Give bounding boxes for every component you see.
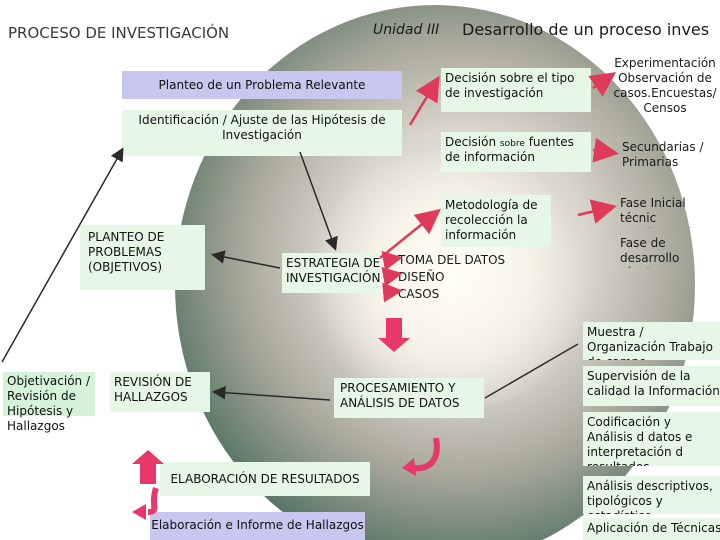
right-secundarias: Secundarias / Primarias [622, 140, 704, 169]
right-experimentacion: Experimentación Observación de casos.Enc… [613, 56, 717, 115]
box-elaboracion-resultados-text: ELABORACIÓN DE RESULTADOS [170, 472, 360, 486]
arrow-fuentes-to-secundarias [592, 137, 619, 163]
connector-estrategia-to-planteo [211, 250, 281, 269]
arrow-metodologia-to-fase [577, 199, 617, 224]
step-casos: CASOS [398, 287, 440, 301]
box-analisis: Análisis descriptivos, tipológicos y est… [583, 476, 720, 514]
box-estrategia: ESTRATEGIA DE INVESTIGACIÓN [282, 253, 382, 293]
step-diseno: DISEÑO [398, 270, 445, 284]
box-muestra: Muestra / Organización Trabajo de campo [583, 322, 720, 360]
box-decision-tipo-text: Decisión sobre el tipo de investigación [445, 71, 575, 100]
box-supervision-text: Supervisión de la calidad la Información [587, 369, 720, 398]
arrow-estrategia-to-metodologia [379, 208, 441, 259]
box-procesamiento: PROCESAMIENTO Y ANÁLISIS DE DATOS [334, 378, 484, 418]
box-metodologia-text: Metodología de recolección la informació… [445, 198, 538, 242]
right-fase-desarrollo: Fase de desarrollo técnicas “sistemát [620, 236, 680, 268]
header-title: Desarrollo de un proceso inves [462, 20, 710, 39]
arrow-tipo-to-experimentacion [588, 72, 617, 97]
connector-procesamiento-to-revision [212, 385, 331, 401]
box-planteo-problema: Planteo de un Problema Relevante [122, 71, 402, 99]
box-elaboracion-informe: Elaboración e Informe de Hallazgos [150, 512, 365, 540]
box-elaboracion-resultados: ELABORACIÓN DE RESULTADOS [160, 462, 370, 496]
box-decision-tipo: Decisión sobre el tipo de investigación [441, 68, 591, 112]
arrow-curve-right [411, 437, 440, 472]
right-fase-inicial: Fase Inicial técnic “exploratorias” [620, 196, 711, 228]
box-estrategia-text: ESTRATEGIA DE INVESTIGACIÓN [286, 256, 381, 285]
box-revision-hallazgos: REVISIÓN DE HALLAZGOS [110, 372, 210, 412]
box-decision-fuentes: Decisión sobre fuentes de información [441, 132, 591, 172]
arrow-estrategia-to-tipo [408, 75, 440, 126]
arrow-step-toma [381, 251, 403, 271]
box-analisis-text: Análisis descriptivos, tipológicos y est… [587, 479, 713, 514]
step-toma-datos: TOMA DEL DATOS [398, 253, 506, 267]
box-decision-fuentes-text-a: Decisión [445, 135, 497, 149]
box-metodologia: Metodología de recolección la informació… [441, 195, 551, 247]
box-planteo-problemas-objetivos: PLANTEO DE PROBLEMAS (OBJETIVOS) [80, 225, 205, 290]
header-unit: Unidad III [373, 22, 440, 38]
arrow-step-diseno [381, 267, 403, 287]
box-decision-fuentes-text-b: fuentes de información [445, 135, 574, 165]
arrow-curve-right-head [402, 458, 416, 476]
box-supervision: Supervisión de la calidad la Información [583, 366, 720, 406]
box-planteo-problemas-objetivos-text: PLANTEO DE PROBLEMAS (OBJETIVOS) [88, 230, 165, 274]
arrow-block-up [132, 450, 164, 484]
connector-procesamiento-to-muestra [484, 343, 579, 399]
box-revision-hallazgos-text: REVISIÓN DE HALLAZGOS [114, 375, 192, 404]
box-decision-fuentes-text-sobre: sobre [499, 139, 525, 149]
box-elaboracion-informe-text: Elaboración e Informe de Hallazgos [151, 518, 364, 532]
box-objetivacion-text: Objetivación / Revisión de Hipótesis y H… [7, 374, 91, 433]
box-muestra-text: Muestra / Organización Trabajo de campo [587, 325, 713, 360]
header-left-title: PROCESO DE INVESTIGACIÓN [8, 24, 230, 42]
connector-planteo-to-hipotesis [1, 147, 124, 363]
arrow-curve-left [147, 487, 159, 515]
box-codificacion: Codificación y Análisis d datos e interp… [583, 412, 720, 466]
box-hipotesis-text: Identificación / Ajuste de las Hipótesis… [138, 113, 386, 142]
box-planteo-problema-text: Planteo de un Problema Relevante [158, 78, 366, 92]
arrow-curve-left-head [132, 504, 146, 520]
box-aplicacion: Aplicación de Técnicas d [583, 518, 720, 540]
arrow-block-down [378, 318, 410, 352]
box-objetivacion: Objetivación / Revisión de Hipótesis y H… [3, 372, 95, 433]
box-aplicacion-text: Aplicación de Técnicas d [587, 521, 720, 535]
arrow-step-casos [382, 282, 403, 303]
box-hipotesis: Identificación / Ajuste de las Hipótesis… [122, 110, 402, 156]
connector-hipotesis-to-estrategia [299, 151, 338, 251]
box-codificacion-text: Codificación y Análisis d datos e interp… [587, 415, 693, 466]
box-procesamiento-text: PROCESAMIENTO Y ANÁLISIS DE DATOS [340, 381, 460, 410]
